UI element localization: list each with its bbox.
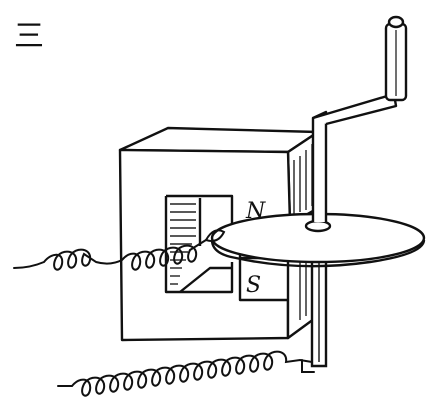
magnet-front-face <box>118 148 292 342</box>
crank-shaft <box>311 110 328 222</box>
magnet-gap-top-edge <box>166 194 234 224</box>
crank-grip-cap <box>387 15 405 29</box>
lower-lead-wire <box>57 350 315 397</box>
disc-edge <box>210 239 426 268</box>
upper-lead-wire <box>13 239 207 271</box>
south-pole-label: S <box>246 273 261 298</box>
crank-handle <box>311 15 408 222</box>
magnet-gap-floor <box>179 266 232 293</box>
disc-hub <box>304 219 332 233</box>
magnet-gap-outline <box>164 196 234 294</box>
figure-number-label: 三 <box>14 19 44 54</box>
edge-brush-contact <box>204 229 226 242</box>
axle <box>310 250 328 368</box>
magnet-top-face <box>118 126 320 154</box>
crank-arm <box>312 92 398 126</box>
